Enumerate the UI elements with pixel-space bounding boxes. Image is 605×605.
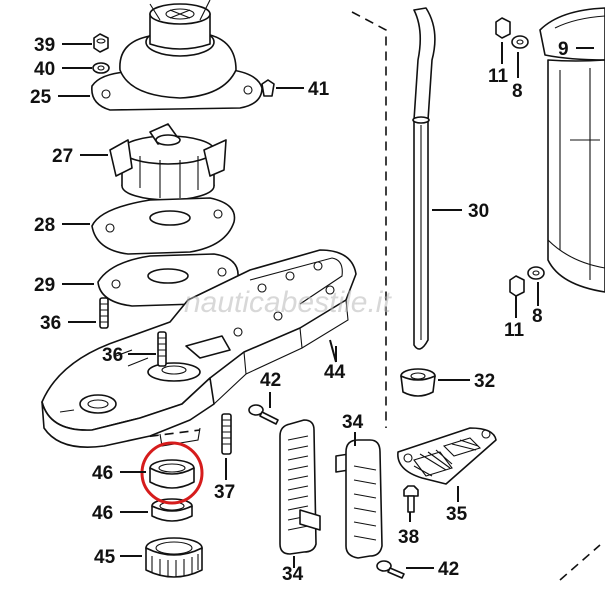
callout-34-left: 34 [282, 564, 304, 585]
callout-40: 40 [34, 59, 55, 80]
callout-36-left: 36 [40, 313, 61, 334]
callout-30: 30 [468, 201, 489, 222]
callout-34-upper: 34 [342, 412, 364, 433]
callout-8-lower: 8 [532, 306, 543, 327]
callout-28: 28 [34, 215, 55, 236]
pump-nut [93, 33, 109, 53]
callout-labels: 39 40 25 41 27 28 29 36 36 44 30 32 11 8… [30, 35, 569, 585]
screw-upper [248, 404, 279, 425]
callout-37: 37 [214, 482, 235, 503]
leader-lines [58, 42, 594, 569]
dashed-boundary-lines [119, 11, 601, 581]
callout-27: 27 [52, 146, 73, 167]
water-screen-left [279, 419, 321, 555]
callout-11-lower: 11 [504, 320, 525, 341]
water-screen-right [335, 439, 383, 559]
callout-8-upper: 8 [512, 81, 523, 102]
callout-35: 35 [446, 504, 468, 525]
screw-washer-upper [495, 17, 529, 49]
callout-9: 9 [558, 39, 569, 60]
callout-36-center: 36 [102, 345, 123, 366]
callout-42-upper: 42 [260, 370, 281, 391]
stud-left [99, 297, 109, 329]
callout-32: 32 [474, 371, 495, 392]
callout-25: 25 [30, 87, 52, 108]
pump-washer [92, 62, 110, 74]
callout-11-upper: 11 [488, 66, 509, 87]
screw-lower [376, 560, 405, 579]
callout-38: 38 [398, 527, 419, 548]
callout-41: 41 [308, 79, 330, 100]
base-plate [41, 249, 357, 448]
callout-29: 29 [34, 275, 55, 296]
callout-46-upper: 46 [92, 463, 113, 484]
stud-37 [221, 413, 232, 455]
tube-grommet [400, 368, 436, 397]
screw-washer-lower [509, 266, 545, 297]
callout-42-lower: 42 [438, 559, 459, 580]
water-tube [412, 7, 436, 350]
bolt-38 [403, 485, 419, 513]
impeller [109, 123, 227, 201]
seal-upper [149, 459, 195, 489]
pan-housing-partial [539, 7, 605, 293]
impeller-plate [91, 197, 236, 255]
water-pump-housing [91, 0, 263, 111]
callout-45: 45 [94, 547, 116, 568]
callout-39: 39 [34, 35, 55, 56]
callout-46-lower: 46 [92, 503, 113, 524]
needle-bearing [145, 537, 203, 578]
cover-plate [397, 427, 497, 485]
impeller-key [261, 79, 275, 97]
watermark-text: nauticabestile.it [184, 286, 392, 319]
stud-center [157, 331, 167, 367]
callout-44: 44 [324, 362, 346, 383]
